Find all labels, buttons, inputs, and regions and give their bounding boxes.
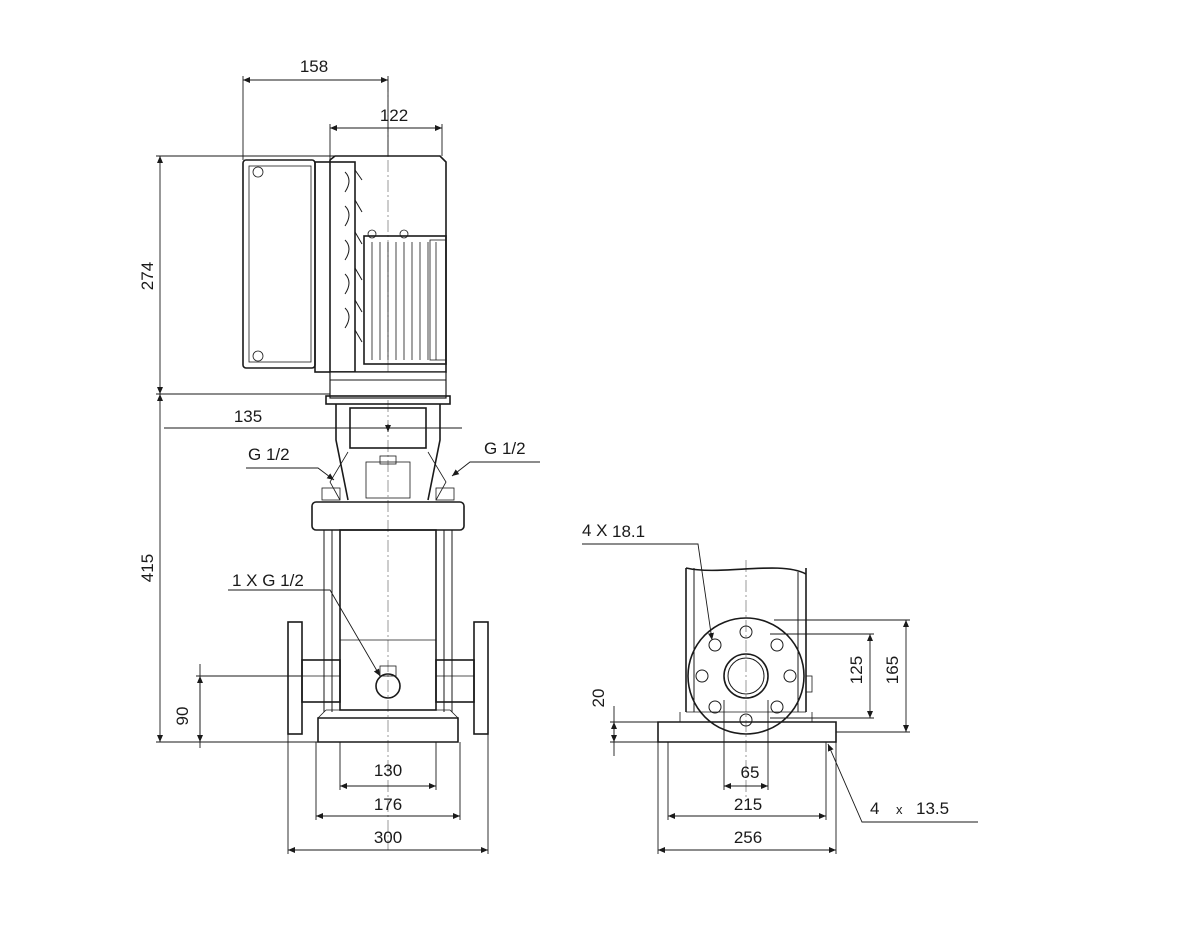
dim-bolt-spacing: 130 xyxy=(374,761,402,780)
callout-drain: 1 X G 1/2 xyxy=(232,571,304,590)
dim-base-length: 256 xyxy=(734,828,762,847)
terminal-box xyxy=(242,159,363,373)
drain-plug xyxy=(375,673,401,699)
dim-pcd-small: 125 xyxy=(847,656,866,684)
dim-flange-bore: 65 xyxy=(741,763,760,782)
flange-bore xyxy=(723,653,769,699)
dim-port-height: 90 xyxy=(173,707,192,726)
callout-base-holes-size: 13.5 xyxy=(916,799,949,818)
dim-pcd-large: 165 xyxy=(883,656,902,684)
inlet-flange xyxy=(287,621,341,735)
dim-motor-height: 274 xyxy=(138,262,157,290)
callout-flange-holes-count: 4 X xyxy=(582,521,608,540)
dim-motor-depth: 122 xyxy=(380,106,408,125)
side-view xyxy=(582,543,978,854)
callout-flange-holes-size: 18.1 xyxy=(612,522,645,541)
callout-vent-left: G 1/2 xyxy=(248,445,290,464)
dim-motor-width: 158 xyxy=(300,57,328,76)
callout-base-holes-count: 4 xyxy=(870,799,879,818)
callout-labels: G 1/2 G 1/2 1 X G 1/2 4 X 18.1 4 x 13.5 xyxy=(232,439,949,818)
flange-bolt-holes xyxy=(695,625,797,727)
dim-base-hole-spacing: 215 xyxy=(734,795,762,814)
pump-base xyxy=(317,717,459,743)
dim-head-offset: 135 xyxy=(234,407,262,426)
dim-base-thickness: 20 xyxy=(589,689,608,708)
callout-base-holes-x: x xyxy=(896,802,903,817)
front-view xyxy=(156,76,540,854)
flange-face xyxy=(687,617,805,735)
dim-flange-to-flange: 300 xyxy=(374,828,402,847)
motor-stool xyxy=(321,404,455,501)
outlet-flange xyxy=(435,621,489,735)
dim-pump-height: 415 xyxy=(138,554,157,582)
side-base xyxy=(657,721,837,743)
dim-base-width: 176 xyxy=(374,795,402,814)
callout-vent-right: G 1/2 xyxy=(484,439,526,458)
dimension-labels: 158 122 274 135 415 90 130 176 300 125 1… xyxy=(138,57,902,847)
